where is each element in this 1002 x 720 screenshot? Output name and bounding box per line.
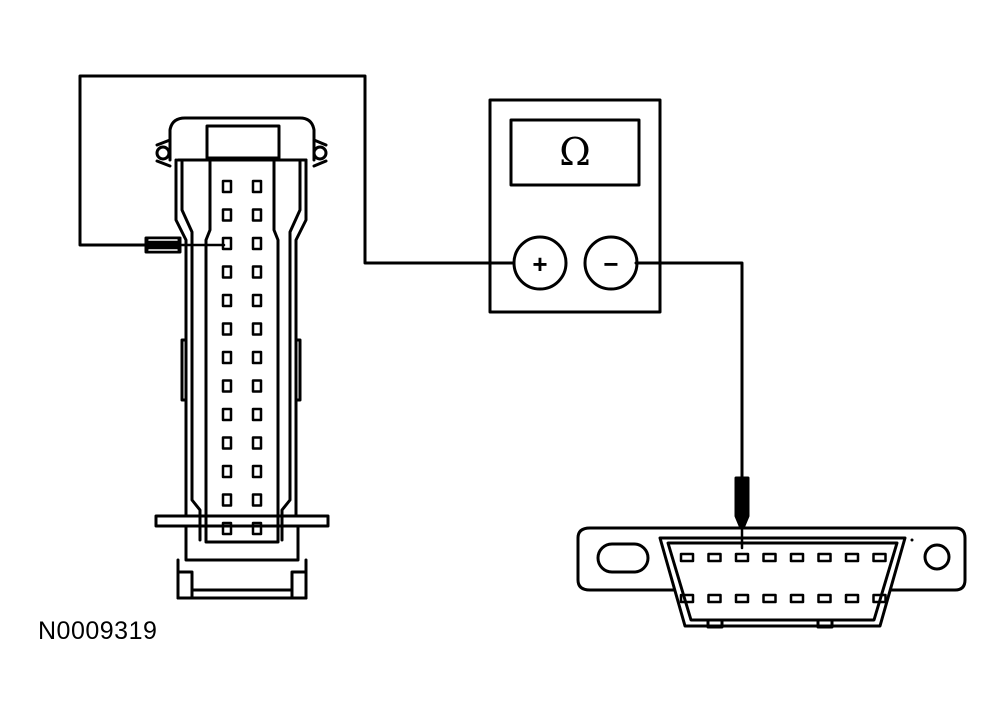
ecu-pin (251, 493, 263, 507)
ecu-pin (221, 236, 233, 251)
ecu-pin (221, 208, 233, 222)
dlc-pin-cavities (679, 552, 887, 604)
ecu-pin (251, 322, 263, 336)
dlc-oval-hole (596, 542, 650, 574)
dlc-pin (707, 552, 722, 563)
dlc-pin (734, 593, 750, 604)
dlc-pin (734, 552, 750, 563)
positive-terminal-label: + (532, 249, 547, 279)
probe-ecu (144, 236, 182, 254)
meter-terminal-positive (512, 235, 568, 291)
ecu-pin (221, 407, 233, 422)
dlc-pin (789, 593, 805, 604)
ecu-pin (251, 379, 263, 393)
ecu-pin (221, 493, 233, 507)
ohm-symbol: Ω (559, 130, 591, 174)
dlc-pin (844, 552, 860, 563)
dlc-pin (762, 593, 777, 604)
ecu-pin (251, 407, 263, 422)
ecu-pin (251, 179, 263, 194)
ecu-pin-cavities (221, 179, 263, 536)
dlc-pin (707, 593, 722, 604)
mount-ear-right (312, 145, 328, 161)
ecu-pin (221, 436, 233, 450)
ecu-connector (154, 116, 330, 600)
ecu-pin (251, 436, 263, 450)
dlc-pin (762, 552, 777, 563)
negative-terminal-label: − (603, 249, 618, 279)
ecu-pin (251, 208, 263, 222)
meter-body (488, 98, 662, 314)
dlc-pin (844, 593, 860, 604)
dlc-pin (817, 593, 832, 604)
dlc-pin (872, 593, 887, 604)
positive-lead-wire (78, 74, 515, 265)
figure-reference-id: N0009319 (38, 617, 158, 645)
dlc-pin (679, 593, 695, 604)
ecu-pin (251, 236, 263, 251)
dlc-pin (789, 552, 805, 563)
ecu-pin (221, 293, 233, 308)
ecu-pin (251, 350, 263, 365)
ecu-pin (251, 265, 263, 279)
ecu-pin (251, 293, 263, 308)
dlc-round-hole (923, 543, 951, 571)
ecu-pin (221, 379, 233, 393)
ecu-pin (221, 179, 233, 194)
meter-display (509, 118, 641, 187)
ecu-pin (221, 322, 233, 336)
negative-lead-wire (634, 261, 744, 480)
ecu-pin (251, 521, 263, 536)
ohmmeter (488, 98, 662, 314)
ecu-pin (221, 464, 233, 479)
dlc-pin (872, 552, 887, 563)
probe-dlc (734, 476, 750, 550)
meter-terminal-negative (583, 235, 639, 291)
ecu-pin (221, 265, 233, 279)
dlc-pin (817, 552, 832, 563)
ecu-pin (221, 350, 233, 365)
ecu-pin (221, 521, 233, 536)
connector-latch (205, 124, 281, 160)
dlc-pin (679, 552, 695, 563)
dlc-connector (576, 526, 967, 629)
mount-ear-left (155, 145, 171, 161)
ecu-pin (251, 464, 263, 479)
